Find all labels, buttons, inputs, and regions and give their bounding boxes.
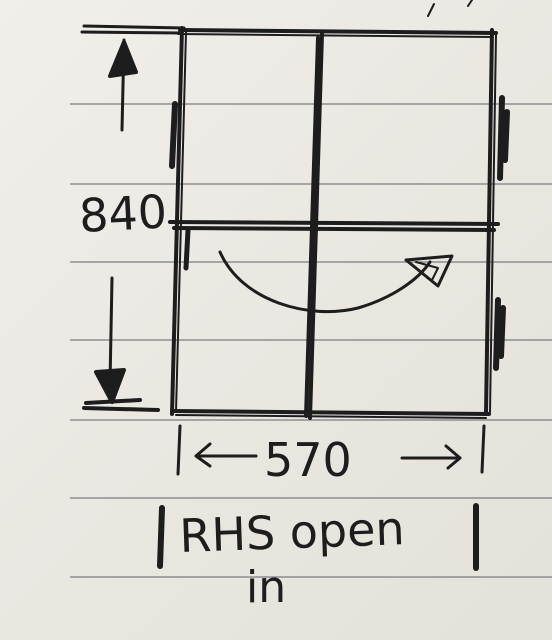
door-swing-arrow [218, 250, 454, 314]
note-line-1: RHS open [178, 501, 405, 563]
width-label: 570 [264, 433, 352, 487]
shelf-divider [168, 220, 500, 232]
top-extension-line [80, 24, 186, 35]
height-dimension-arrow [82, 38, 160, 412]
width-dimension-arrow [176, 424, 486, 476]
height-label: 840 [78, 184, 169, 243]
hinge-marks [169, 95, 510, 371]
vertical-divider [304, 32, 324, 420]
note-brackets [157, 503, 479, 571]
stray-mark [427, 0, 473, 17]
note-line-2: in [246, 562, 286, 613]
